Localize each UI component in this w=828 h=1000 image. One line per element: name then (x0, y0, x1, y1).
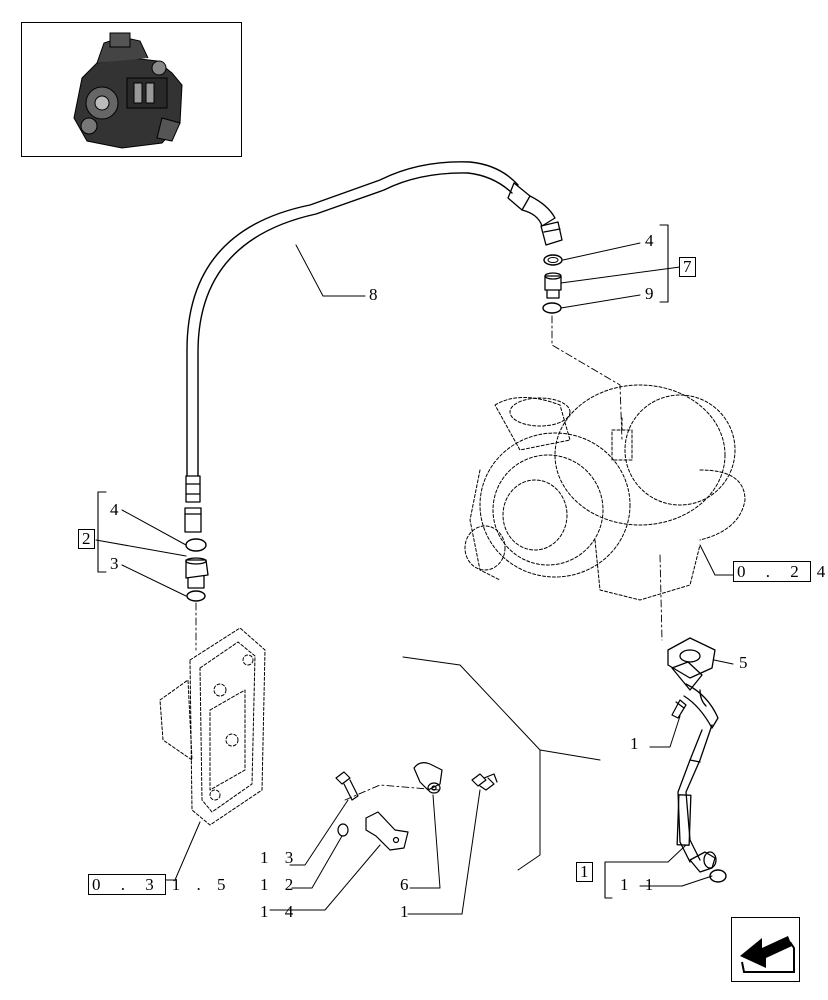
brackets (97, 224, 669, 899)
callout-1-bottom: 1 (400, 902, 415, 921)
section-lines (402, 656, 601, 871)
leader-lines (95, 242, 736, 915)
o-ring-4-left (185, 538, 207, 552)
section-ref-024-box[interactable]: 0 . 2 (733, 561, 811, 582)
callout-4-left: 4 (110, 500, 125, 519)
o-ring-9 (542, 302, 562, 314)
pipe-lower-fitting (184, 475, 202, 533)
pipe-elbow-fitting (507, 182, 563, 246)
section-ref-031-box[interactable]: 0 . 3 (88, 874, 166, 895)
plug-12 (337, 823, 349, 837)
oil-return-pipe (667, 637, 719, 873)
boxed-ref-1[interactable]: 1 (576, 862, 593, 882)
previous-page-arrow-icon (740, 936, 795, 973)
section-ref-024[interactable]: 0 . 2 4 . (733, 561, 828, 582)
callout-1-right: 1 (630, 734, 645, 753)
boxed-ref-7[interactable]: 7 (679, 257, 696, 277)
o-ring-4-top (543, 254, 563, 266)
bolt-13 (335, 771, 359, 801)
callout-3-left: 3 (110, 554, 125, 573)
o-ring-3 (186, 590, 206, 602)
bolt-1-right (671, 699, 687, 719)
oil-pipe (186, 161, 519, 477)
bolt-1-bottom (471, 773, 498, 791)
section-ref-031-suffix: 1 . 5 (171, 875, 232, 894)
callout-9-top: 9 (645, 284, 660, 303)
adapter-2 (185, 557, 209, 589)
callout-11: 1 1 (620, 875, 660, 894)
turbocharger-phantom (464, 384, 746, 601)
block-phantom (159, 627, 266, 826)
engine-thumbnail-icon (73, 32, 183, 149)
section-ref-031[interactable]: 0 . 3 1 . 5 (88, 874, 232, 895)
adapter-7 (544, 272, 562, 299)
callout-14: 1 4 (260, 902, 300, 921)
section-ref-024-suffix: 4 . (816, 562, 828, 581)
callout-6: 6 (400, 875, 415, 894)
callout-13: 1 3 (260, 848, 300, 867)
o-ring-11 (709, 869, 727, 883)
callout-8: 8 (369, 285, 384, 304)
callout-12: 1 2 (260, 875, 300, 894)
bracket-14 (365, 811, 409, 851)
boxed-ref-2[interactable]: 2 (78, 529, 95, 549)
callout-5: 5 (739, 653, 754, 672)
engine-thumbnail (21, 22, 242, 157)
clip-6 (413, 762, 443, 794)
previous-page-button[interactable] (731, 917, 800, 982)
callout-4-top: 4 (645, 231, 660, 250)
